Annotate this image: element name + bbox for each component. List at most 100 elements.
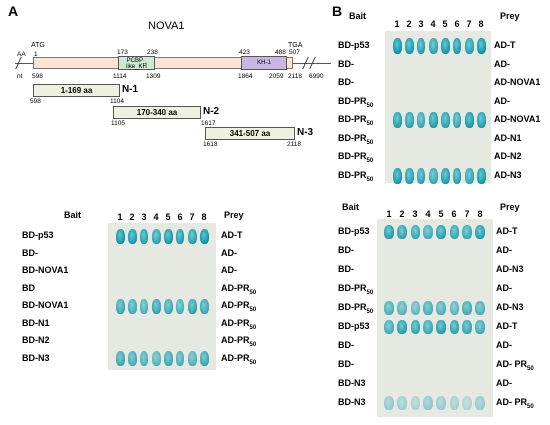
panel-b-top-prey-text: AD-N2 — [494, 151, 522, 161]
panel-b-top-colony-spot — [404, 112, 414, 128]
panel-b-bottom-prey-text: AD- PR — [496, 359, 527, 369]
panel-b-top-prey-label: AD-NOVA1 — [494, 114, 540, 124]
panel-b-bottom-lane-number: 3 — [412, 209, 418, 219]
panel-b-top-bait-label: BD-PR50 — [338, 133, 373, 146]
panel-b-bottom-colony-spot — [436, 301, 446, 315]
fragment-n1-start: 598 — [30, 98, 41, 105]
panel-b-bottom-prey-text: AD-N3 — [496, 264, 524, 274]
panel-a-colony-spot — [163, 228, 173, 244]
panel-b-bottom-prey-label: AD- PR50 — [496, 397, 534, 410]
panel-b-bottom-colony-spot — [423, 301, 433, 315]
panel-b-top-lane-number: 8 — [478, 19, 484, 29]
panel-a-prey-text: AD-PR — [221, 335, 250, 345]
panel-b-bottom-lane-number: 6 — [451, 209, 457, 219]
fragment-n3-name: N-3 — [297, 127, 314, 138]
panel-a-bait-label: BD-NOVA1 — [22, 265, 68, 275]
panel-b-bottom-bait-label: BD- — [338, 359, 354, 369]
panel-b-top-colony-spot — [417, 38, 425, 54]
panel-b-bottom-prey-label: AD-N3 — [496, 302, 524, 312]
fragment-n2-start: 1105 — [111, 120, 125, 127]
panel-b-bottom-colony-spot — [410, 320, 420, 334]
panel-b-top-prey-label: AD-N3 — [494, 170, 522, 180]
panel-b-top-colony-spot — [417, 167, 425, 184]
panel-a-lane-number: 3 — [141, 212, 147, 222]
panel-a-prey-text: AD-PR — [221, 300, 250, 310]
panel-b-bottom-bait-label: BD-p53 — [338, 226, 370, 236]
panel-b-top-colony-spot — [453, 112, 461, 128]
panel-b-bottom-colony-spot — [462, 320, 472, 334]
panel-b-top-prey-header: Prey — [500, 11, 520, 21]
panel-a-prey-text: AD- — [221, 247, 237, 258]
panel-a-prey-label: AD- — [221, 265, 237, 275]
panel-b-bottom-colony-spot — [449, 301, 459, 315]
panel-b-top-bait-subscript: 50 — [366, 157, 374, 164]
panel-b-top-bait-label: BD- — [338, 77, 354, 87]
panel-a-prey-label: AD- — [221, 248, 237, 258]
panel-b-bottom-colony-spot — [397, 225, 407, 239]
panel-a-bait-text: BD- — [22, 247, 38, 258]
panel-a-colony-spot — [115, 228, 125, 244]
panel-b-bottom-prey-label: AD-N3 — [496, 264, 524, 274]
panel-b-bottom-bait-text: BD- — [338, 359, 354, 369]
panel-a-letter: A — [8, 3, 19, 19]
panel-b-bottom-prey-text: AD- PR — [496, 397, 527, 407]
panel-b-bottom-colony-spot — [423, 396, 433, 410]
panel-a-colony-spot — [199, 298, 209, 314]
panel-b-bottom-colony-spot — [423, 225, 433, 239]
panel-a-prey-label: AD-T — [221, 230, 243, 240]
gene-title: NOVA1 — [148, 20, 185, 32]
panel-b-top-bait-label: BD-p53 — [338, 40, 370, 50]
panel-b-top-colony-spot — [440, 167, 450, 184]
panel-a-colony-spot — [199, 351, 209, 366]
fragment-n3-box: 341-507 aa — [205, 127, 295, 140]
fragment-n1-box: 1-169 aa — [33, 84, 120, 97]
panel-a-bait-text: BD-NOVA1 — [22, 300, 69, 310]
panel-b-bottom-colony-spot — [410, 301, 420, 315]
atg-label: ATG — [31, 42, 45, 49]
panel-b-top-colony-spot — [428, 167, 438, 184]
panel-b-bottom-colony-spot — [397, 396, 407, 410]
panel-b-bottom-bait-label: BD- — [338, 264, 354, 274]
panel-a-colony-spot — [127, 228, 137, 244]
panel-a-lane-number: 4 — [153, 212, 159, 222]
panel-b-bottom-colony-spot — [397, 301, 407, 315]
panel-a-prey-label: AD-PR50 — [221, 353, 256, 366]
panel-b-top-bait-text: BD-PR — [338, 132, 367, 143]
panel-b-top-bait-label: BD- — [338, 59, 354, 69]
panel-b-bottom-bait-subscript: 50 — [366, 308, 374, 315]
panel-b-top-bait-label: BD-PR50 — [338, 170, 373, 183]
panel-b-bottom-lane-number: 1 — [386, 209, 392, 219]
panel-b-top-bait-subscript: 50 — [366, 120, 374, 127]
panel-b-bottom-colony-spot — [475, 225, 485, 239]
panel-a-colony-spot — [187, 351, 197, 366]
panel-b-top-bait-subscript: 50 — [366, 102, 374, 109]
panel-b-bottom-prey-subscript: 50 — [527, 365, 534, 372]
panel-b-bottom-colony-spot — [384, 301, 394, 315]
panel-b-bottom-prey-label: AD- — [496, 340, 512, 350]
panel-b-top-colony-spot — [453, 167, 461, 184]
panel-a-bait-text: BD-N2 — [22, 335, 50, 345]
panel-b-top-colony-spot — [428, 112, 438, 128]
panel-b-top-prey-label: AD-N2 — [494, 151, 522, 161]
panel-b-bottom-colony-spot — [462, 225, 472, 239]
tga-label: TGA — [288, 42, 303, 49]
panel-b-bottom-bait-subscript: 50 — [366, 289, 374, 296]
panel-b-bottom-colony-spot — [423, 320, 433, 334]
panel-a-prey-label: AD-PR50 — [221, 283, 256, 296]
panel-b-bottom-bait-text: BD-N3 — [338, 378, 366, 388]
nt-mark-598: 598 — [32, 73, 43, 80]
panel-b-top-bait-text: BD-PR — [338, 114, 367, 124]
panel-b-top-colony-spot — [476, 112, 486, 128]
fragment-n3-start: 1618 — [203, 141, 218, 148]
panel-b-bottom-colony-spot — [449, 225, 459, 239]
panel-a-prey-text: AD-PR — [221, 352, 250, 363]
panel-b-bottom-prey-label: AD- — [496, 283, 512, 293]
panel-b-bottom-colony-spot — [449, 396, 459, 410]
panel-a-bait-header: Bait — [64, 210, 82, 220]
fragment-n2-name: N-2 — [203, 106, 220, 117]
panel-a-colony-spot — [176, 228, 184, 244]
panel-b-bottom-prey-subscript: 50 — [527, 403, 534, 410]
panel-b-bottom-prey-label: AD- — [496, 245, 512, 255]
panel-b-bottom-colony-spot — [449, 320, 459, 334]
panel-b-top-prey-label: AD- — [494, 59, 510, 69]
